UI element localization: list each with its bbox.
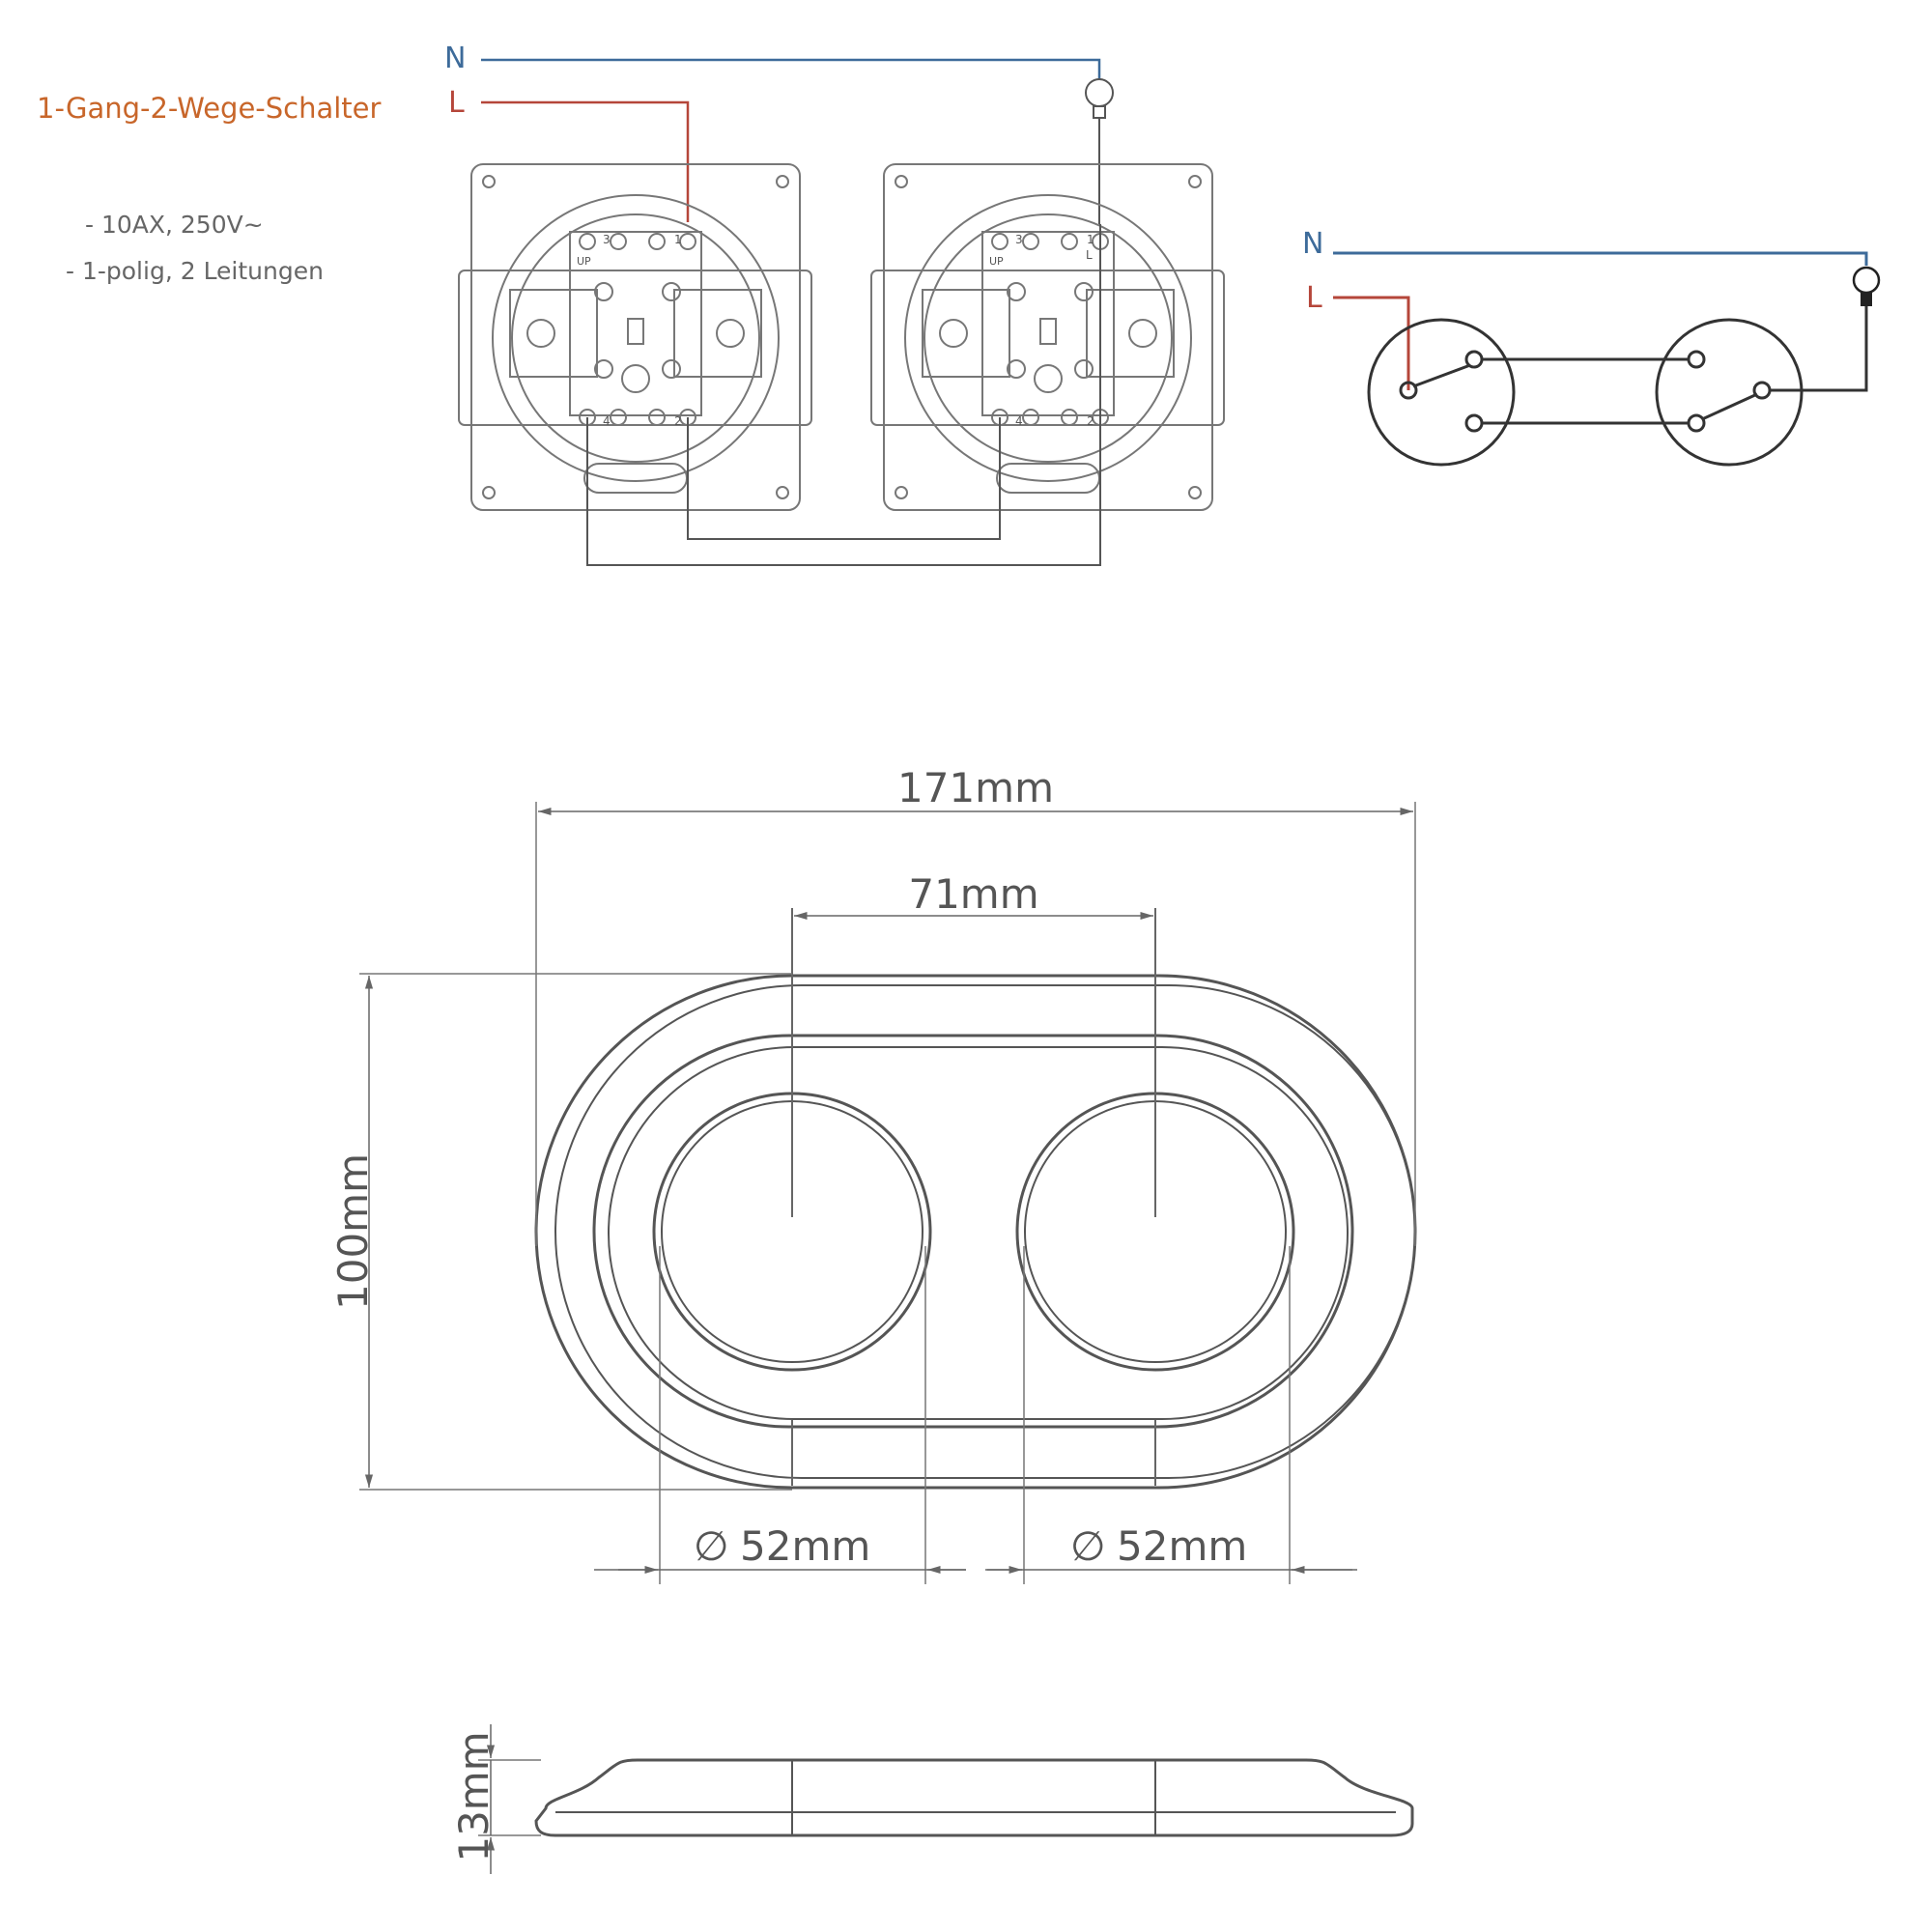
switch-mechanism-2 <box>870 163 1225 511</box>
side-profile <box>534 1758 1414 1837</box>
schematic-l-label: L <box>1306 281 1322 315</box>
spec-poles: - 1-polig, 2 Leitungen <box>66 257 324 285</box>
switch1-up-marking: UP <box>577 255 591 268</box>
schematic-switch-1 <box>1367 318 1516 467</box>
neutral-wire <box>481 58 1101 85</box>
schematic-diagram: N L <box>1302 227 1881 467</box>
diagram-title: 1-Gang-2-Wege-Schalter <box>37 92 382 125</box>
spec-rating: - 10AX, 250V~ <box>85 211 264 239</box>
dim-right-diameter: 52mm <box>1117 1522 1247 1570</box>
switch2-live-marking: L <box>1086 248 1093 262</box>
lamp-icon <box>1085 78 1114 224</box>
side-view-drawing: 13mm <box>450 1724 1414 1874</box>
schematic-n-label: N <box>1302 227 1323 261</box>
switch2-terminal-4: 4 <box>1015 414 1023 428</box>
front-view-drawing: 171mm 71mm 100mm ∅ 52mm ∅ 52mm <box>329 764 1417 1584</box>
switch2-terminal-3: 3 <box>1015 233 1023 246</box>
switch2-up-marking: UP <box>989 255 1004 268</box>
schematic-neutral-wire <box>1333 251 1868 266</box>
frame-recess-outline <box>592 1034 1354 1429</box>
diameter-symbol-right: ∅ <box>1070 1522 1106 1570</box>
traveller-wire-2 <box>687 417 1001 540</box>
dim-total-width: 171mm <box>897 764 1054 811</box>
wiring-l-label: L <box>448 86 465 120</box>
frame-recess-inner <box>608 1046 1349 1420</box>
wiring-n-label: N <box>444 42 466 75</box>
switch-mechanism-1 <box>458 163 812 511</box>
live-wire <box>481 100 690 222</box>
dim-height: 100mm <box>329 1153 377 1310</box>
traveller-wire-1 <box>586 224 1101 566</box>
dim-depth: 13mm <box>450 1731 497 1861</box>
switch2-terminal-2: 2 <box>1087 414 1094 428</box>
switch1-terminal-3: 3 <box>603 233 611 246</box>
diameter-symbol-left: ∅ <box>694 1522 729 1570</box>
schematic-switch-2 <box>1655 318 1804 467</box>
frame-outer-outline <box>534 974 1417 1490</box>
switch1-terminal-1: 1 <box>674 233 682 246</box>
switch1-terminal-2: 2 <box>674 414 682 428</box>
schematic-lamp-icon <box>1852 266 1881 306</box>
dim-left-diameter: 52mm <box>740 1522 870 1570</box>
switch1-terminal-4: 4 <box>603 414 611 428</box>
switch2-terminal-1: 1 <box>1087 233 1094 246</box>
dim-center-distance: 71mm <box>908 870 1038 918</box>
schematic-live-wire <box>1333 296 1410 390</box>
wiring-diagram: N L <box>444 42 1225 566</box>
schematic-lamp-wire <box>1770 306 1868 392</box>
